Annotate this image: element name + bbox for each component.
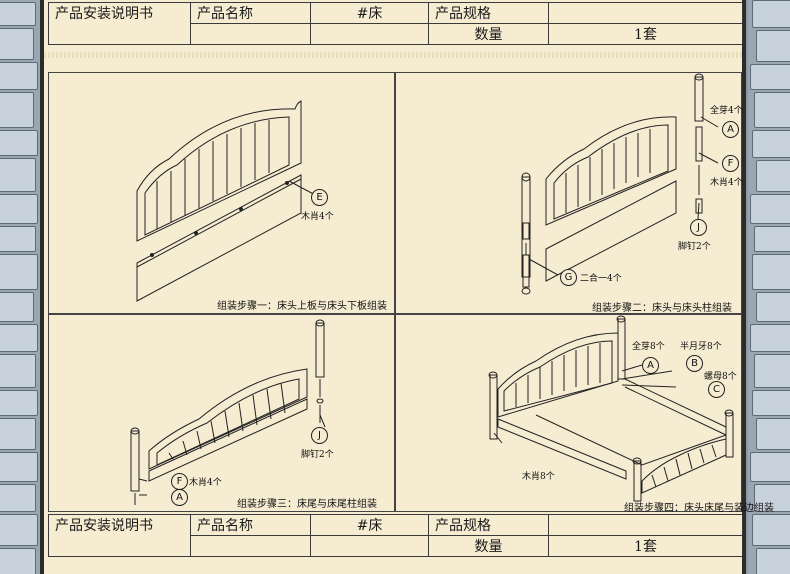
- callout-f-text-3: 木肖4个: [189, 478, 222, 488]
- product-name-value-footer: #床: [310, 514, 429, 536]
- step-3-panel: J 脚钉2个 F 木肖4个 A 组装步骤三：床尾与床尾柱组装: [48, 314, 395, 512]
- step-4-caption: 组装步骤四：床头床尾与装边组装: [624, 503, 774, 514]
- callout-a-text: 全芽4个: [710, 106, 743, 116]
- quantity-value-footer: 1套: [548, 535, 743, 557]
- stone-wall-left: [0, 0, 40, 574]
- callout-f-text: 木肖4个: [710, 178, 743, 188]
- callout-c-badge-4: C: [708, 381, 725, 398]
- footer-info-table: 产品安装说明书 产品名称 #床 产品规格 数量 1套: [48, 514, 743, 557]
- instruction-sheet: 产品安装说明书 产品名称 #床 产品规格 数量 1套: [40, 0, 774, 574]
- stone-wall-right: [748, 0, 790, 574]
- callout-f-badge-3: F: [171, 473, 188, 490]
- callout-j-badge: J: [690, 219, 707, 236]
- callout-a-badge-3: A: [171, 489, 188, 506]
- callout-a-badge: A: [722, 121, 739, 138]
- quantity-label: 数量: [428, 23, 549, 45]
- callout-g-badge: G: [560, 269, 577, 286]
- product-spec-value-footer: [548, 514, 743, 536]
- step-1-caption: 组装步骤一：床头上板与床头下板组装: [217, 301, 387, 312]
- callout-f-badge: F: [722, 155, 739, 172]
- product-name-label-footer: 产品名称: [190, 514, 311, 536]
- quantity-value: 1套: [548, 23, 743, 45]
- callout-dowel-text-4: 木肖8个: [522, 472, 555, 482]
- callout-j-text-3: 脚钉2个: [301, 450, 334, 460]
- callout-a-text-4: 全芽8个: [632, 342, 665, 352]
- divider-stripe: [44, 52, 742, 58]
- product-spec-label: 产品规格: [428, 2, 549, 24]
- step-2-panel: 全芽4个 A F 木肖4个 J 脚钉2个 G 二合一4个 组装步骤二：床头与床头…: [395, 72, 743, 314]
- callout-j-text: 脚钉2个: [678, 242, 711, 252]
- callout-g-text: 二合一4个: [580, 274, 622, 284]
- step-2-caption: 组装步骤二：床头与床头柱组装: [592, 303, 732, 314]
- callout-c-text-4: 螺母8个: [704, 372, 737, 382]
- callout-j-badge-3: J: [311, 427, 328, 444]
- step-1-panel: E 木肖4个 组装步骤一：床头上板与床头下板组装: [48, 72, 395, 314]
- manual-title: 产品安装说明书: [48, 2, 191, 45]
- header-info-table: 产品安装说明书 产品名称 #床 产品规格 数量 1套: [48, 2, 743, 45]
- product-spec-label-footer: 产品规格: [428, 514, 549, 536]
- callout-a-badge-4: A: [642, 357, 659, 374]
- product-name-label: 产品名称: [190, 2, 311, 24]
- product-name-value: #床: [310, 2, 429, 24]
- callout-b-text-4: 半月牙8个: [680, 342, 722, 352]
- callout-e-badge: E: [311, 189, 328, 206]
- callout-e-text: 木肖4个: [301, 212, 334, 222]
- manual-title-footer: 产品安装说明书: [48, 514, 191, 557]
- product-spec-value: [548, 2, 743, 24]
- step-4-panel: 全芽8个 A 半月牙8个 B 螺母8个 C 木肖8个 组装步骤四：床头床尾与装边…: [395, 314, 774, 514]
- quantity-label-footer: 数量: [428, 535, 549, 557]
- step-3-caption: 组装步骤三：床尾与床尾柱组装: [237, 499, 377, 510]
- callout-b-badge-4: B: [686, 355, 703, 372]
